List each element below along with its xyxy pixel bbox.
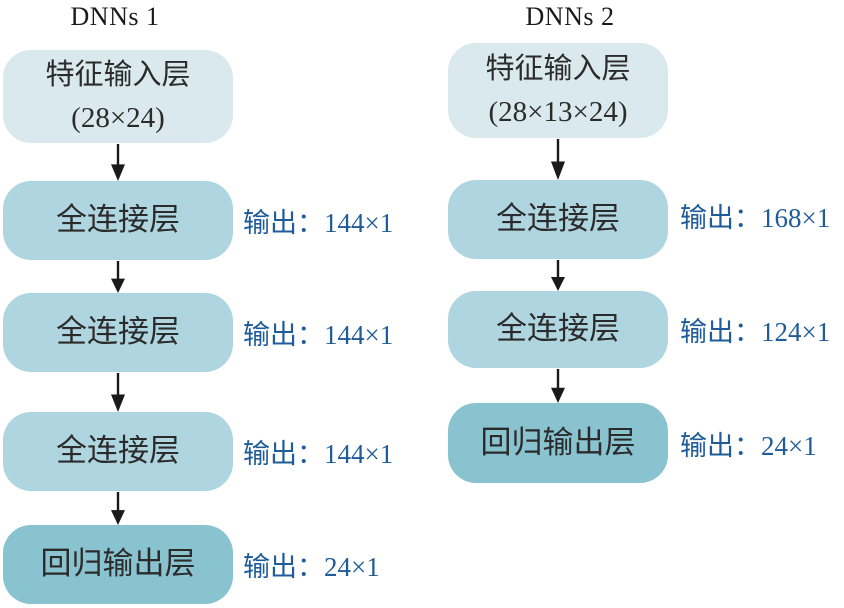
output-annotation: 输出：144×1 — [243, 320, 394, 350]
layer-box-input: 特征输入层 (28×13×24) — [448, 43, 668, 138]
layer-label: 特征输入层 — [485, 53, 631, 86]
arrow-down-icon — [548, 139, 568, 180]
arrow-down-icon — [548, 260, 568, 291]
layer-box-hidden: 全连接层 — [3, 412, 233, 491]
output-annotation: 输出：144×1 — [243, 208, 394, 238]
network-title-dnns2: DNNs 2 — [525, 2, 615, 31]
layer-sublabel: (28×13×24) — [488, 95, 628, 128]
layer-box-output: 回归输出层 — [448, 403, 668, 483]
arrow-down-icon — [108, 261, 128, 293]
layer-box-hidden: 全连接层 — [448, 291, 668, 368]
layer-sublabel: (28×24) — [71, 101, 165, 134]
layer-label: 回归输出层 — [480, 424, 636, 460]
layer-label: 全连接层 — [496, 201, 620, 237]
layer-label: 全连接层 — [496, 311, 620, 347]
layer-label: 全连接层 — [56, 433, 180, 469]
arrow-down-icon — [108, 492, 128, 525]
layer-box-hidden: 全连接层 — [3, 181, 233, 260]
layer-label: 特征输入层 — [45, 59, 191, 92]
output-annotation: 输出：168×1 — [680, 203, 831, 233]
network-title-dnns1: DNNs 1 — [70, 2, 160, 31]
layer-box-input: 特征输入层 (28×24) — [3, 50, 233, 143]
output-annotation: 输出：144×1 — [243, 439, 394, 469]
layer-label: 回归输出层 — [40, 546, 196, 582]
output-annotation: 输出：24×1 — [680, 430, 817, 461]
arrow-down-icon — [548, 369, 568, 403]
arrow-down-icon — [108, 144, 128, 181]
layer-box-hidden: 全连接层 — [3, 293, 233, 372]
arrow-down-icon — [108, 373, 128, 412]
layer-box-output: 回归输出层 — [3, 525, 233, 604]
layer-label: 全连接层 — [56, 314, 180, 350]
layer-box-hidden: 全连接层 — [448, 180, 668, 259]
output-annotation: 输出：124×1 — [680, 317, 831, 347]
layer-label: 全连接层 — [56, 202, 180, 238]
output-annotation: 输出：24×1 — [243, 552, 380, 582]
